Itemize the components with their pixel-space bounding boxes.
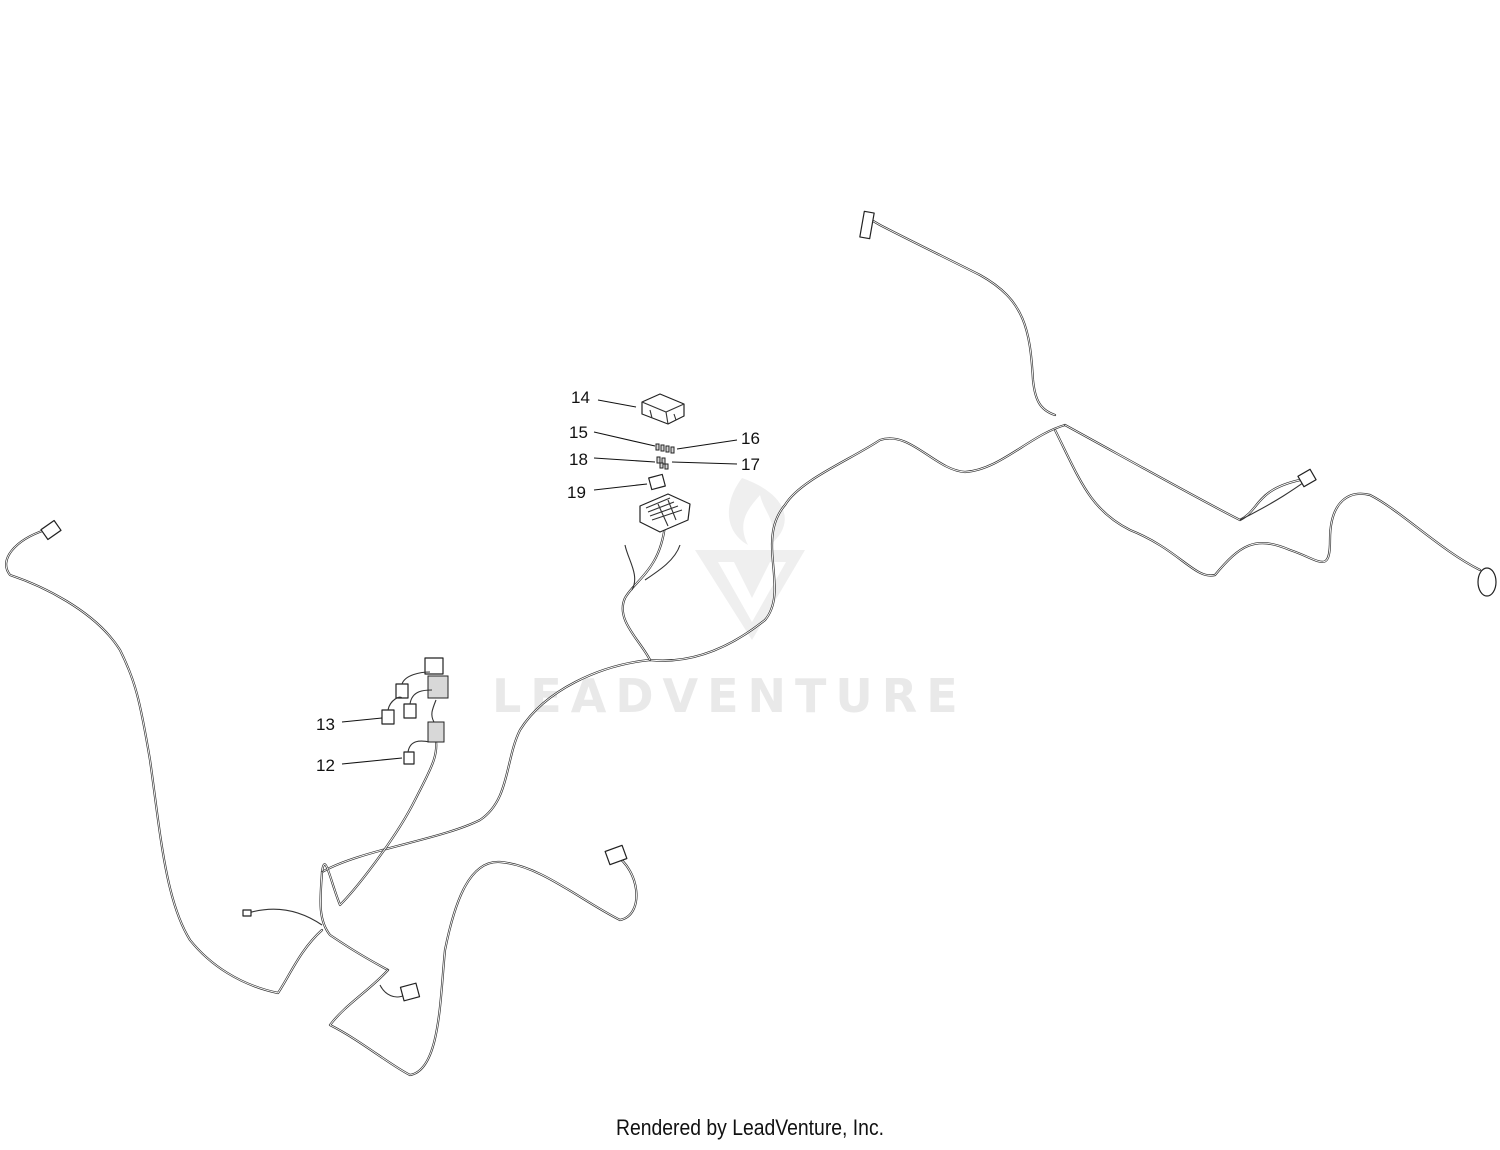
part-12 <box>403 751 415 765</box>
connector-block-c <box>395 683 409 699</box>
part-14-cover <box>641 393 685 425</box>
leader-13 <box>341 717 383 723</box>
ring-terminal <box>1477 567 1497 597</box>
callout-19: 19 <box>567 483 586 502</box>
fuse-relay-assembly <box>639 393 691 533</box>
leadventure-watermark: LEADVENTURE <box>492 478 967 723</box>
leader-19 <box>593 483 648 491</box>
fuse-box <box>639 493 691 533</box>
callout-12: 12 <box>316 756 335 775</box>
bottom-center-connector <box>604 844 628 866</box>
connector-block-a <box>424 657 444 675</box>
leader-12 <box>341 757 403 765</box>
connector-block-e <box>427 721 445 743</box>
part-13 <box>381 709 395 725</box>
small-lead-end <box>242 909 252 917</box>
callout-15: 15 <box>569 423 588 442</box>
right-small-connector <box>1297 468 1317 488</box>
callout-leaders <box>341 399 738 765</box>
watermark-logo-icon <box>695 478 805 640</box>
top-right-connector <box>859 210 875 240</box>
callout-13: 13 <box>316 715 335 734</box>
callout-17: 17 <box>741 455 760 474</box>
callout-16: 16 <box>741 429 760 448</box>
rendered-by-footer: Rendered by LeadVenture, Inc. <box>615 1115 885 1140</box>
leader-18 <box>593 457 656 463</box>
leader-14 <box>597 399 637 408</box>
leader-15 <box>593 431 656 447</box>
connectors <box>40 210 1497 1002</box>
connector-block-d <box>403 703 417 719</box>
callout-14: 14 <box>571 388 590 407</box>
callout-labels: 13 12 14 15 16 18 17 19 <box>316 388 760 775</box>
left-end-connector <box>40 519 62 541</box>
connector-cluster-12-13 <box>381 657 449 765</box>
main-harness <box>5 216 1482 1077</box>
leader-16 <box>676 439 738 450</box>
connector-block-b <box>427 675 449 699</box>
callout-18: 18 <box>569 450 588 469</box>
lower-connector <box>399 982 421 1002</box>
part-19-relay <box>648 473 666 491</box>
fuse-row-15-16 <box>655 443 675 454</box>
fuse-row-18-17 <box>656 456 669 470</box>
leader-17 <box>671 461 738 465</box>
watermark-text: LEADVENTURE <box>492 669 967 723</box>
